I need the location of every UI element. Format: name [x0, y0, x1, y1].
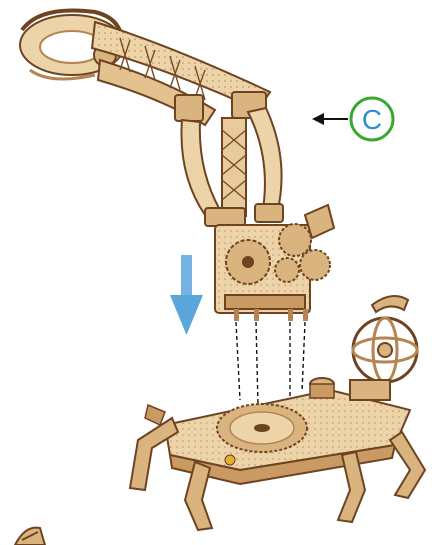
alignment-guides: [236, 322, 305, 405]
frame-plate-left: [181, 120, 220, 215]
frame-lattice: [222, 118, 246, 216]
callout-label: C: [350, 98, 394, 142]
gear-small: [275, 258, 299, 282]
gear-top: [279, 224, 311, 256]
arrow-down-icon: [170, 255, 203, 335]
partial-part-bottom-left: [15, 528, 45, 545]
frame-plate-right: [248, 108, 282, 215]
boom-arm-part: [20, 10, 334, 321]
walker-base: [130, 296, 425, 530]
gear-right: [300, 250, 330, 280]
leg-front-right: [390, 432, 425, 498]
